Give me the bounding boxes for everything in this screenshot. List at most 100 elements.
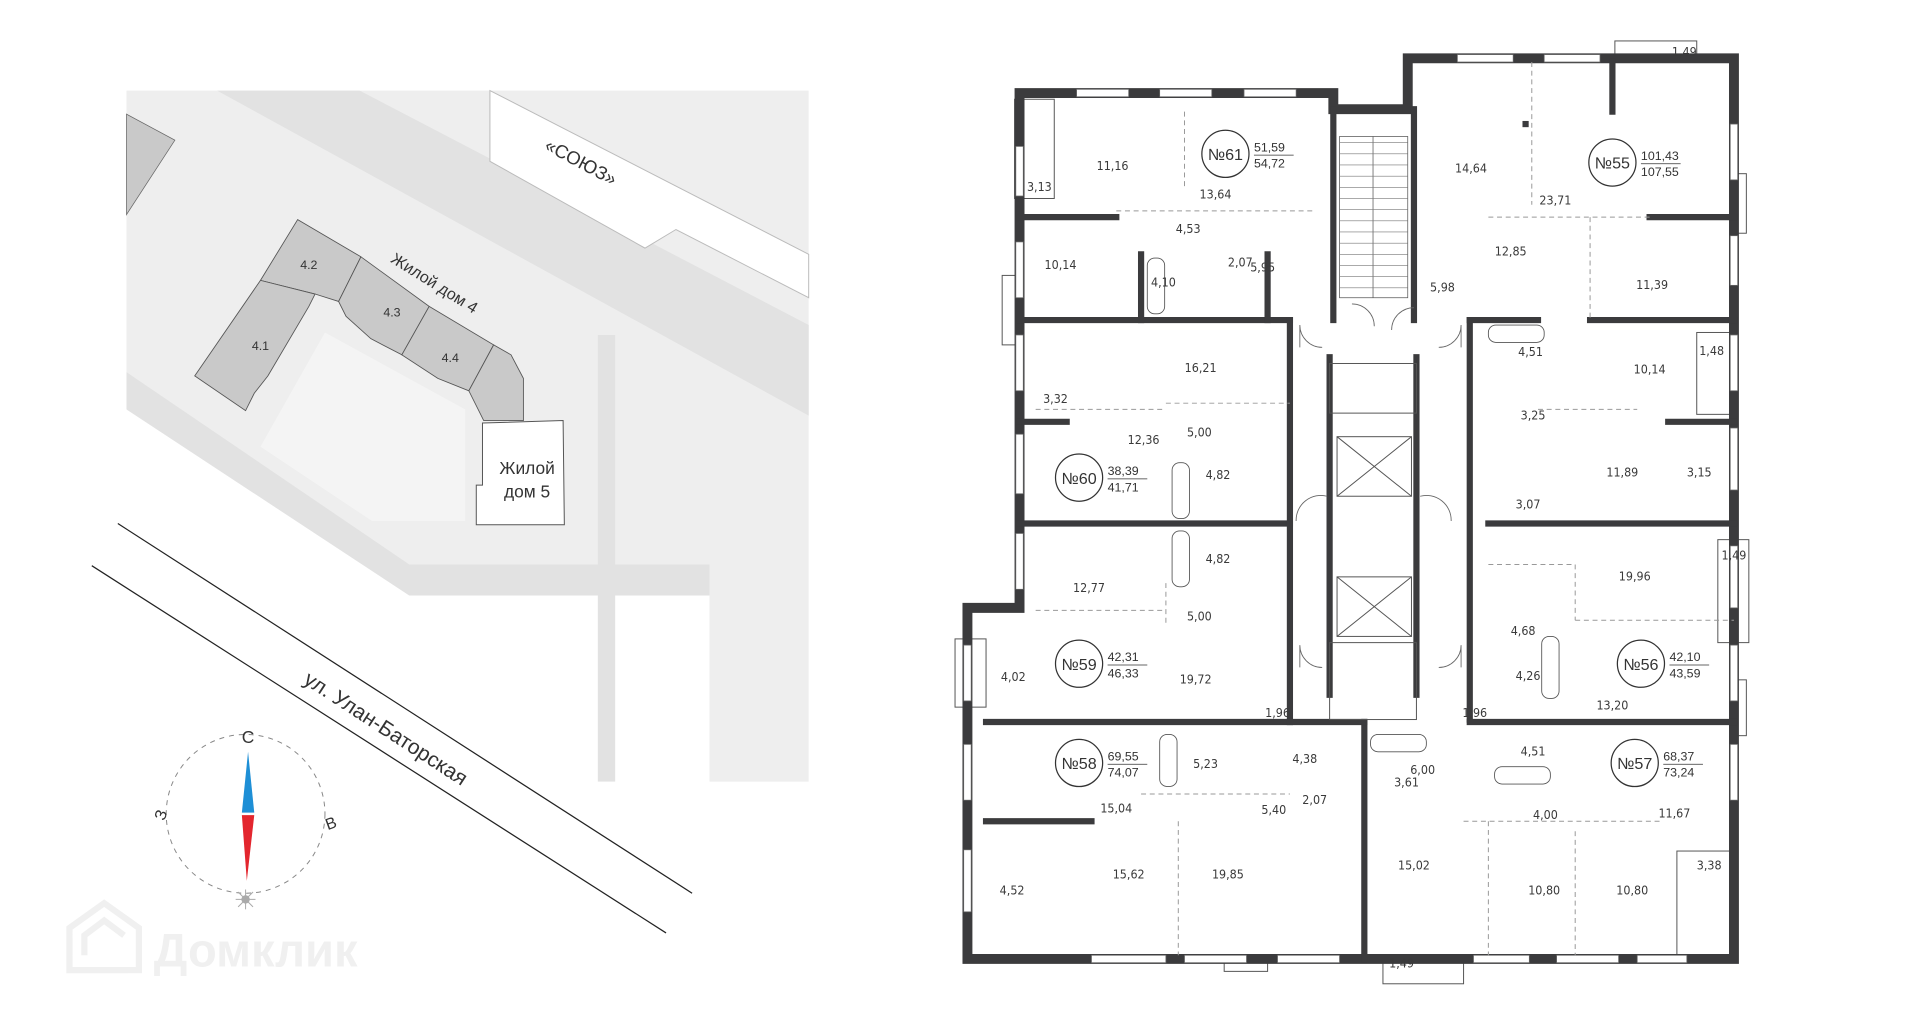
apartment-circle: [1054, 639, 1104, 688]
room-area-label: 19,72: [1180, 672, 1212, 687]
apartment-number: №56: [1623, 656, 1658, 674]
room-area-label: 23,71: [1539, 193, 1571, 208]
room-area-label: 13,64: [1200, 186, 1232, 201]
room-area-label: 3,25: [1521, 407, 1546, 422]
room-area-label: 5,23: [1193, 756, 1218, 771]
road-main: [217, 90, 809, 416]
interior-walls: [982, 58, 1738, 963]
section-4-2: [259, 218, 362, 302]
room-area-label: 11,16: [1097, 158, 1129, 173]
apartment-total-area: 107,55: [1641, 165, 1679, 179]
section-label: 4.3: [383, 305, 400, 319]
compass-needle-north: [241, 751, 255, 813]
room-area-label: 3,61: [1394, 775, 1419, 790]
room-area-label: 1,49: [1389, 956, 1414, 971]
room-area-label: 4,00: [1533, 807, 1558, 822]
staircase: [1339, 136, 1409, 299]
room-area-label: 15,02: [1398, 858, 1430, 873]
building-fragment: [126, 113, 176, 216]
compass-west: З: [151, 807, 171, 822]
room-area-label: 5,98: [1430, 280, 1455, 295]
compass: С З В: [151, 727, 339, 910]
section-label: 4.2: [300, 258, 317, 272]
street-label: ул. Улан-Баторская: [300, 668, 472, 791]
compass-ring: [165, 733, 326, 894]
bathtubs: [1146, 257, 1560, 787]
room-area-label: 3,32: [1043, 391, 1068, 406]
street-edge: [117, 523, 693, 894]
room-area-label: 2,07: [1302, 792, 1327, 807]
room-area-label: 2,07: [1228, 255, 1253, 270]
apartment-living-area: 42,10: [1669, 650, 1700, 664]
apartment-living-area: 68,37: [1663, 749, 1694, 763]
room-area-label: 10,80: [1528, 882, 1560, 897]
room-area-label: 15,62: [1113, 866, 1145, 881]
neighbor-building: [489, 89, 810, 299]
room-area-label: 4,53: [1176, 221, 1201, 236]
room-area-label: 10,14: [1634, 361, 1666, 376]
stair-steps: [1339, 142, 1408, 289]
compass-needle-south: [241, 815, 255, 881]
room-area-label: 12,77: [1073, 580, 1105, 595]
section-4-5: [468, 344, 524, 421]
site-map: 4.2 4.3 4.1 4.4 Жилой дом 4 «СОЮЗ» Жилой…: [91, 89, 810, 934]
room-area-label: 16,21: [1185, 360, 1217, 375]
apartment-circle: [1616, 639, 1666, 688]
outer-wall: [962, 53, 1739, 964]
room-area-label: 4,38: [1292, 751, 1317, 766]
room-area-label: 4,82: [1206, 467, 1231, 482]
apartment-total-area: 74,07: [1108, 766, 1139, 780]
room-area-label: 4,82: [1206, 551, 1231, 566]
apartment-number: №55: [1595, 155, 1630, 173]
room-area-label: 11,89: [1606, 464, 1638, 479]
domclick-watermark: Домклик: [66, 899, 358, 976]
apartment-marker[interactable]: №58 69,55 74,07: [1054, 738, 1148, 788]
room-area-label: 3,15: [1687, 464, 1712, 479]
windows: [963, 54, 1739, 964]
room-area-label: 1,49: [1722, 548, 1747, 563]
room-area-label: 5,95: [1250, 260, 1275, 275]
room-area-label: 3,07: [1516, 497, 1541, 512]
apartment-living-area: 69,55: [1108, 749, 1139, 763]
apartment-total-area: 54,72: [1254, 156, 1285, 170]
apartment-number: №60: [1061, 470, 1096, 488]
room-area-label: 10,80: [1616, 882, 1648, 897]
room-area-label: 19,85: [1212, 866, 1244, 881]
apartment-number: №57: [1617, 755, 1652, 773]
apartment-circle: [1201, 129, 1250, 179]
room-area-label: 5,40: [1261, 802, 1286, 817]
section-label: 4.1: [252, 339, 269, 353]
compass-east: В: [323, 813, 339, 834]
room-area-label: 19,96: [1619, 569, 1651, 584]
apartment-circle: [1054, 738, 1104, 788]
apartment-circle: [1610, 738, 1659, 788]
room-area-label: 4,51: [1521, 744, 1546, 759]
apartment-marker[interactable]: №60 38,39 41,71: [1054, 453, 1148, 502]
room-area-label: 5,00: [1187, 608, 1212, 623]
section-label: 4.4: [442, 351, 459, 365]
room-area-label: 13,20: [1596, 698, 1628, 713]
room-area-label: 1,49: [1672, 44, 1697, 59]
floor-plan: [954, 40, 1750, 985]
apartment-number: №58: [1061, 755, 1096, 773]
building-5-label: Жилой: [499, 458, 554, 478]
room-area-label: 4,52: [1000, 882, 1025, 897]
section-4-4: [401, 305, 495, 392]
room-area-label: 12,36: [1128, 432, 1160, 447]
sun-icon: [235, 889, 256, 910]
street-edge: [91, 565, 667, 934]
apartment-living-area: 38,39: [1108, 464, 1139, 478]
building-5-label: дом 5: [504, 481, 550, 501]
apartment-number: №59: [1061, 656, 1096, 674]
apartment-total-area: 41,71: [1108, 480, 1139, 494]
compass-north: С: [242, 727, 255, 747]
room-area-label: 5,00: [1187, 425, 1212, 440]
room-area-label: 4,02: [1001, 669, 1026, 684]
apartment-circle: [1054, 453, 1104, 502]
room-area-label: 10,14: [1045, 257, 1077, 272]
